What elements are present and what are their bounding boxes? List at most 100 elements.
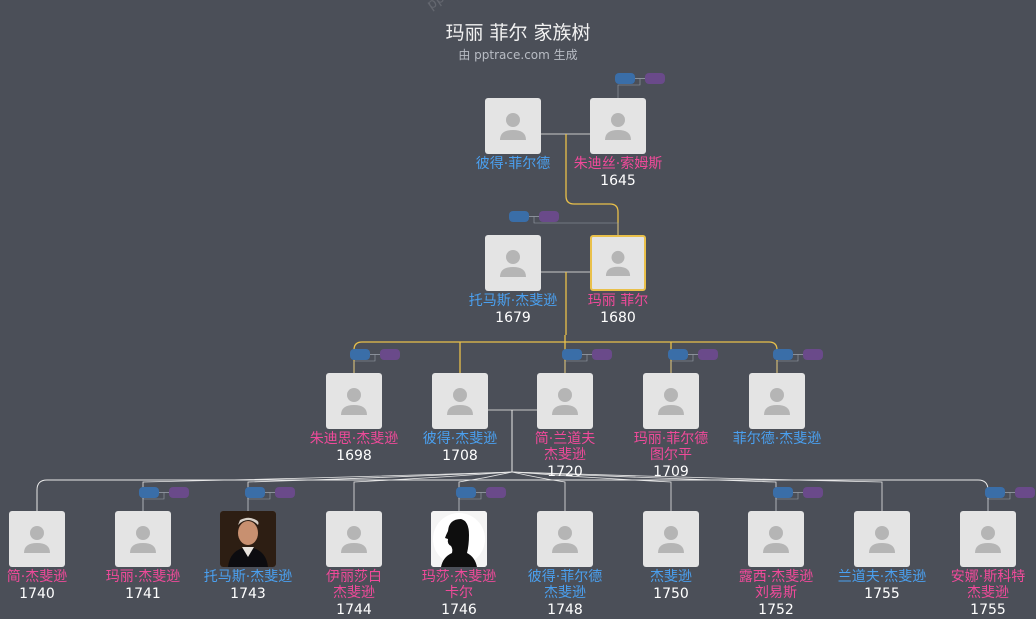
pill-stem-line <box>617 78 641 98</box>
person-card-g7[interactable] <box>643 511 699 567</box>
expand-father-button[interactable] <box>773 349 793 360</box>
person-placeholder-icon <box>341 526 367 553</box>
person-placeholder-icon <box>552 526 578 553</box>
person-card-g9[interactable] <box>854 511 910 567</box>
person-name-line2[interactable]: 图尔平 <box>650 447 692 463</box>
expand-mother-button[interactable] <box>486 487 506 498</box>
child-drop-line <box>511 471 672 511</box>
person-name-line2[interactable]: 杰斐逊 <box>544 447 586 463</box>
person-name[interactable]: 玛丽 菲尔 <box>587 293 649 309</box>
person-card-p4[interactable] <box>590 235 646 291</box>
person-placeholder-icon <box>447 388 473 415</box>
person-name[interactable]: 玛丽·杰斐逊 <box>105 569 181 585</box>
person-name[interactable]: 托马斯·杰斐逊 <box>468 293 558 309</box>
expand-mother-button[interactable] <box>275 487 295 498</box>
birth-year: 1755 <box>864 586 900 602</box>
expand-father-button[interactable] <box>668 349 688 360</box>
expand-mother-button[interactable] <box>539 211 559 222</box>
expand-mother-button[interactable] <box>645 73 665 84</box>
person-placeholder-icon <box>869 526 895 553</box>
person-name[interactable]: 简·兰道夫 <box>534 431 596 447</box>
child-drop-line <box>511 471 777 511</box>
expand-mother-button[interactable] <box>380 349 400 360</box>
person-name[interactable]: 彼得·杰斐逊 <box>422 431 498 447</box>
person-name-line2[interactable]: 卡尔 <box>445 585 473 601</box>
portrait-photo-icon <box>220 511 276 567</box>
person-name[interactable]: 玛莎·杰斐逊 <box>421 569 497 585</box>
child-drop-line <box>511 471 566 511</box>
expand-father-button[interactable] <box>985 487 1005 498</box>
birth-year: 1698 <box>336 448 372 464</box>
person-name[interactable]: 安娜·斯科特 <box>950 569 1026 585</box>
person-name[interactable]: 彼得·菲尔德 <box>475 156 551 172</box>
pill-stem-line <box>142 492 165 511</box>
expand-father-button[interactable] <box>773 487 793 498</box>
person-card-g8[interactable] <box>748 511 804 567</box>
child-drop-line <box>353 471 513 511</box>
expand-mother-button[interactable] <box>1015 487 1035 498</box>
expand-mother-button[interactable] <box>169 487 189 498</box>
expand-father-button[interactable] <box>615 73 635 84</box>
person-card-g4[interactable] <box>326 511 382 567</box>
child-drop-line <box>458 471 513 511</box>
expand-father-button[interactable] <box>562 349 582 360</box>
expand-father-button[interactable] <box>139 487 159 498</box>
person-card-c3[interactable] <box>537 373 593 429</box>
person-card-g10[interactable] <box>960 511 1016 567</box>
person-name[interactable]: 杰斐逊 <box>650 569 692 585</box>
person-placeholder-icon <box>605 113 631 140</box>
person-name-line2[interactable]: 刘易斯 <box>755 585 797 601</box>
silhouette-photo-icon <box>431 511 487 567</box>
person-card-g5[interactable] <box>431 511 487 567</box>
person-name[interactable]: 露西·杰斐逊 <box>738 569 814 585</box>
person-name[interactable]: 简·杰斐逊 <box>6 569 68 585</box>
person-name[interactable]: 兰道夫·杰斐逊 <box>837 569 927 585</box>
child-drop-line <box>511 471 883 511</box>
person-placeholder-icon <box>763 526 789 553</box>
birth-year: 1755 <box>970 602 1006 618</box>
pill-stem-line <box>670 354 694 373</box>
pill-stem-line <box>775 492 799 511</box>
person-card-g1[interactable] <box>9 511 65 567</box>
pill-stem-line <box>247 492 271 511</box>
person-card-c4[interactable] <box>643 373 699 429</box>
person-card-c5[interactable] <box>749 373 805 429</box>
child-drop-line <box>142 471 513 511</box>
pill-stem-line <box>776 354 799 373</box>
person-name[interactable]: 朱迪丝·索姆斯 <box>573 156 663 172</box>
person-card-p2[interactable] <box>590 98 646 154</box>
person-card-c2[interactable] <box>432 373 488 429</box>
person-name[interactable]: 朱迪思·杰斐逊 <box>309 431 399 447</box>
person-card-c1[interactable] <box>326 373 382 429</box>
expand-mother-button[interactable] <box>803 487 823 498</box>
birth-year: 1680 <box>600 310 636 326</box>
person-placeholder-icon <box>658 526 684 553</box>
person-name[interactable]: 伊丽莎白 <box>326 569 382 585</box>
person-name[interactable]: 菲尔德·杰斐逊 <box>732 431 822 447</box>
person-name[interactable]: 玛丽·菲尔德 <box>633 431 709 447</box>
expand-mother-button[interactable] <box>592 349 612 360</box>
expand-father-button[interactable] <box>456 487 476 498</box>
page-subtitle: 由 pptrace.com 生成 <box>458 48 578 62</box>
person-name-line2[interactable]: 杰斐逊 <box>544 585 586 601</box>
page-title: 玛丽 菲尔 家族树 <box>445 22 591 44</box>
person-name-line2[interactable]: 杰斐逊 <box>333 585 375 601</box>
person-card-p3[interactable] <box>485 235 541 291</box>
pill-stem-line <box>564 354 588 373</box>
person-card-p1[interactable] <box>485 98 541 154</box>
person-card-g6[interactable] <box>537 511 593 567</box>
person-name[interactable]: 托马斯·杰斐逊 <box>203 569 293 585</box>
expand-father-button[interactable] <box>350 349 370 360</box>
person-placeholder-icon <box>764 388 790 415</box>
expand-mother-button[interactable] <box>803 349 823 360</box>
expand-father-button[interactable] <box>245 487 265 498</box>
person-name[interactable]: 彼得·菲尔德 <box>527 569 603 585</box>
expand-mother-button[interactable] <box>698 349 718 360</box>
person-card-g2[interactable] <box>115 511 171 567</box>
person-name-line2[interactable]: 杰斐逊 <box>967 585 1009 601</box>
birth-year: 1743 <box>230 586 266 602</box>
expand-father-button[interactable] <box>509 211 529 222</box>
person-card-g3[interactable] <box>220 511 276 567</box>
